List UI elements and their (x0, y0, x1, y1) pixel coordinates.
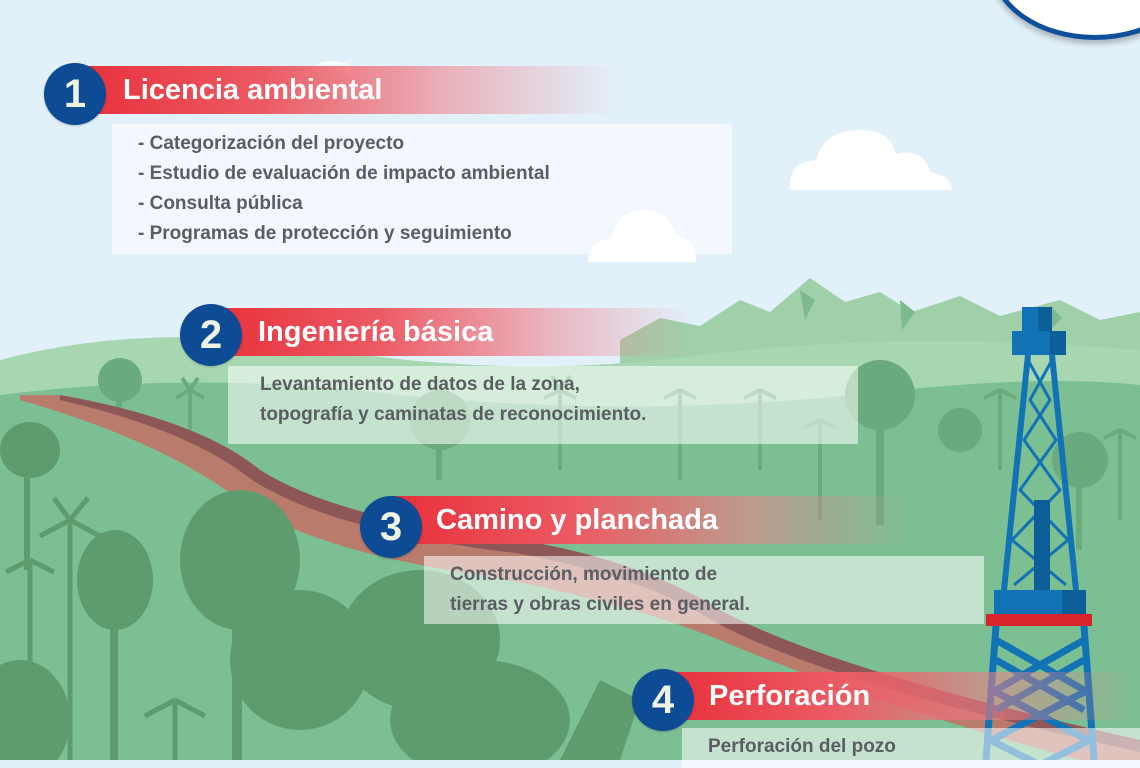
step-2-number-badge: 2 (180, 304, 242, 366)
page-title-fragment (60, 0, 640, 4)
forest-icon (0, 422, 640, 760)
step-2-banner: Ingeniería básica (210, 308, 690, 356)
step-4-line: Perforación del pozo (708, 736, 896, 757)
step-3-number-badge: 3 (360, 496, 422, 558)
step-1-banner: Licencia ambiental (75, 66, 615, 114)
step-3-line: Construcción, movimiento de (450, 564, 718, 585)
step-1-line: - Estudio de evaluación de impacto ambie… (138, 163, 550, 184)
step-4-title: Perforación (709, 679, 871, 712)
step-1-line: - Programas de protección y seguimiento (138, 223, 512, 244)
step-4-description: Perforación del pozo (682, 728, 1140, 768)
step-3-line: tierras y obras civiles en general. (450, 594, 750, 615)
step-3-banner: Camino y planchada (392, 496, 912, 544)
step-2-title: Ingeniería básica (258, 315, 494, 348)
step-1-line: - Categorización del proyecto (138, 133, 405, 154)
step-4-banner: Perforación (665, 672, 1140, 720)
step-1-number-badge: 1 (44, 63, 106, 125)
step-1-title: Licencia ambiental (123, 73, 383, 106)
step-4-number-badge: 4 (632, 669, 694, 731)
step-2-description: Levantamiento de datos de la zona, topog… (228, 366, 858, 444)
step-2-line: topografía y caminatas de reconocimiento… (260, 404, 647, 425)
step-3-title: Camino y planchada (436, 503, 719, 536)
step-3-description: Construcción, movimiento de tierras y ob… (424, 556, 984, 624)
step-1-description: - Categorización del proyecto - Estudio … (112, 124, 732, 254)
step-1-line: - Consulta pública (138, 193, 303, 214)
step-2-line: Levantamiento de datos de la zona, (260, 374, 580, 395)
